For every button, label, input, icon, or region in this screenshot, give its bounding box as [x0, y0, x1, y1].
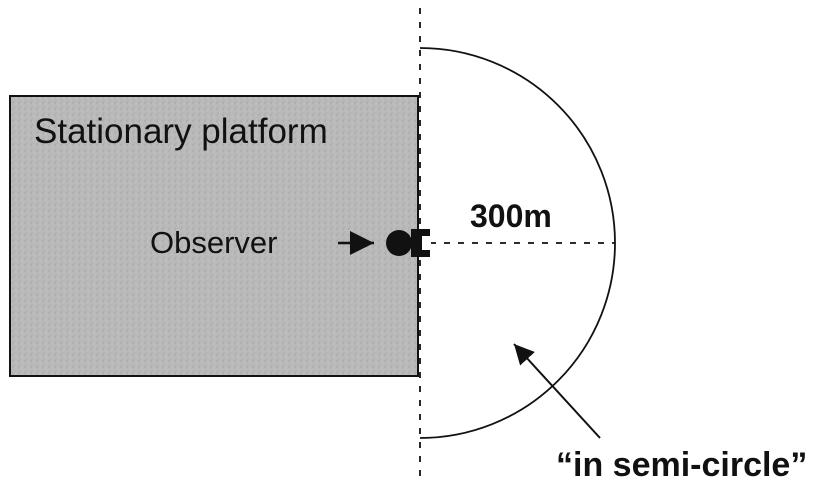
platform-label: Stationary platform [34, 112, 328, 151]
observer-equipment-notch [422, 236, 431, 250]
semi-circle-label: “in semi-circle” [556, 446, 807, 484]
distance-label: 300m [470, 198, 552, 234]
observer-marker [386, 230, 412, 256]
semi-circle-pointer-arrow [513, 343, 601, 439]
observer-label: Observer [150, 225, 277, 260]
